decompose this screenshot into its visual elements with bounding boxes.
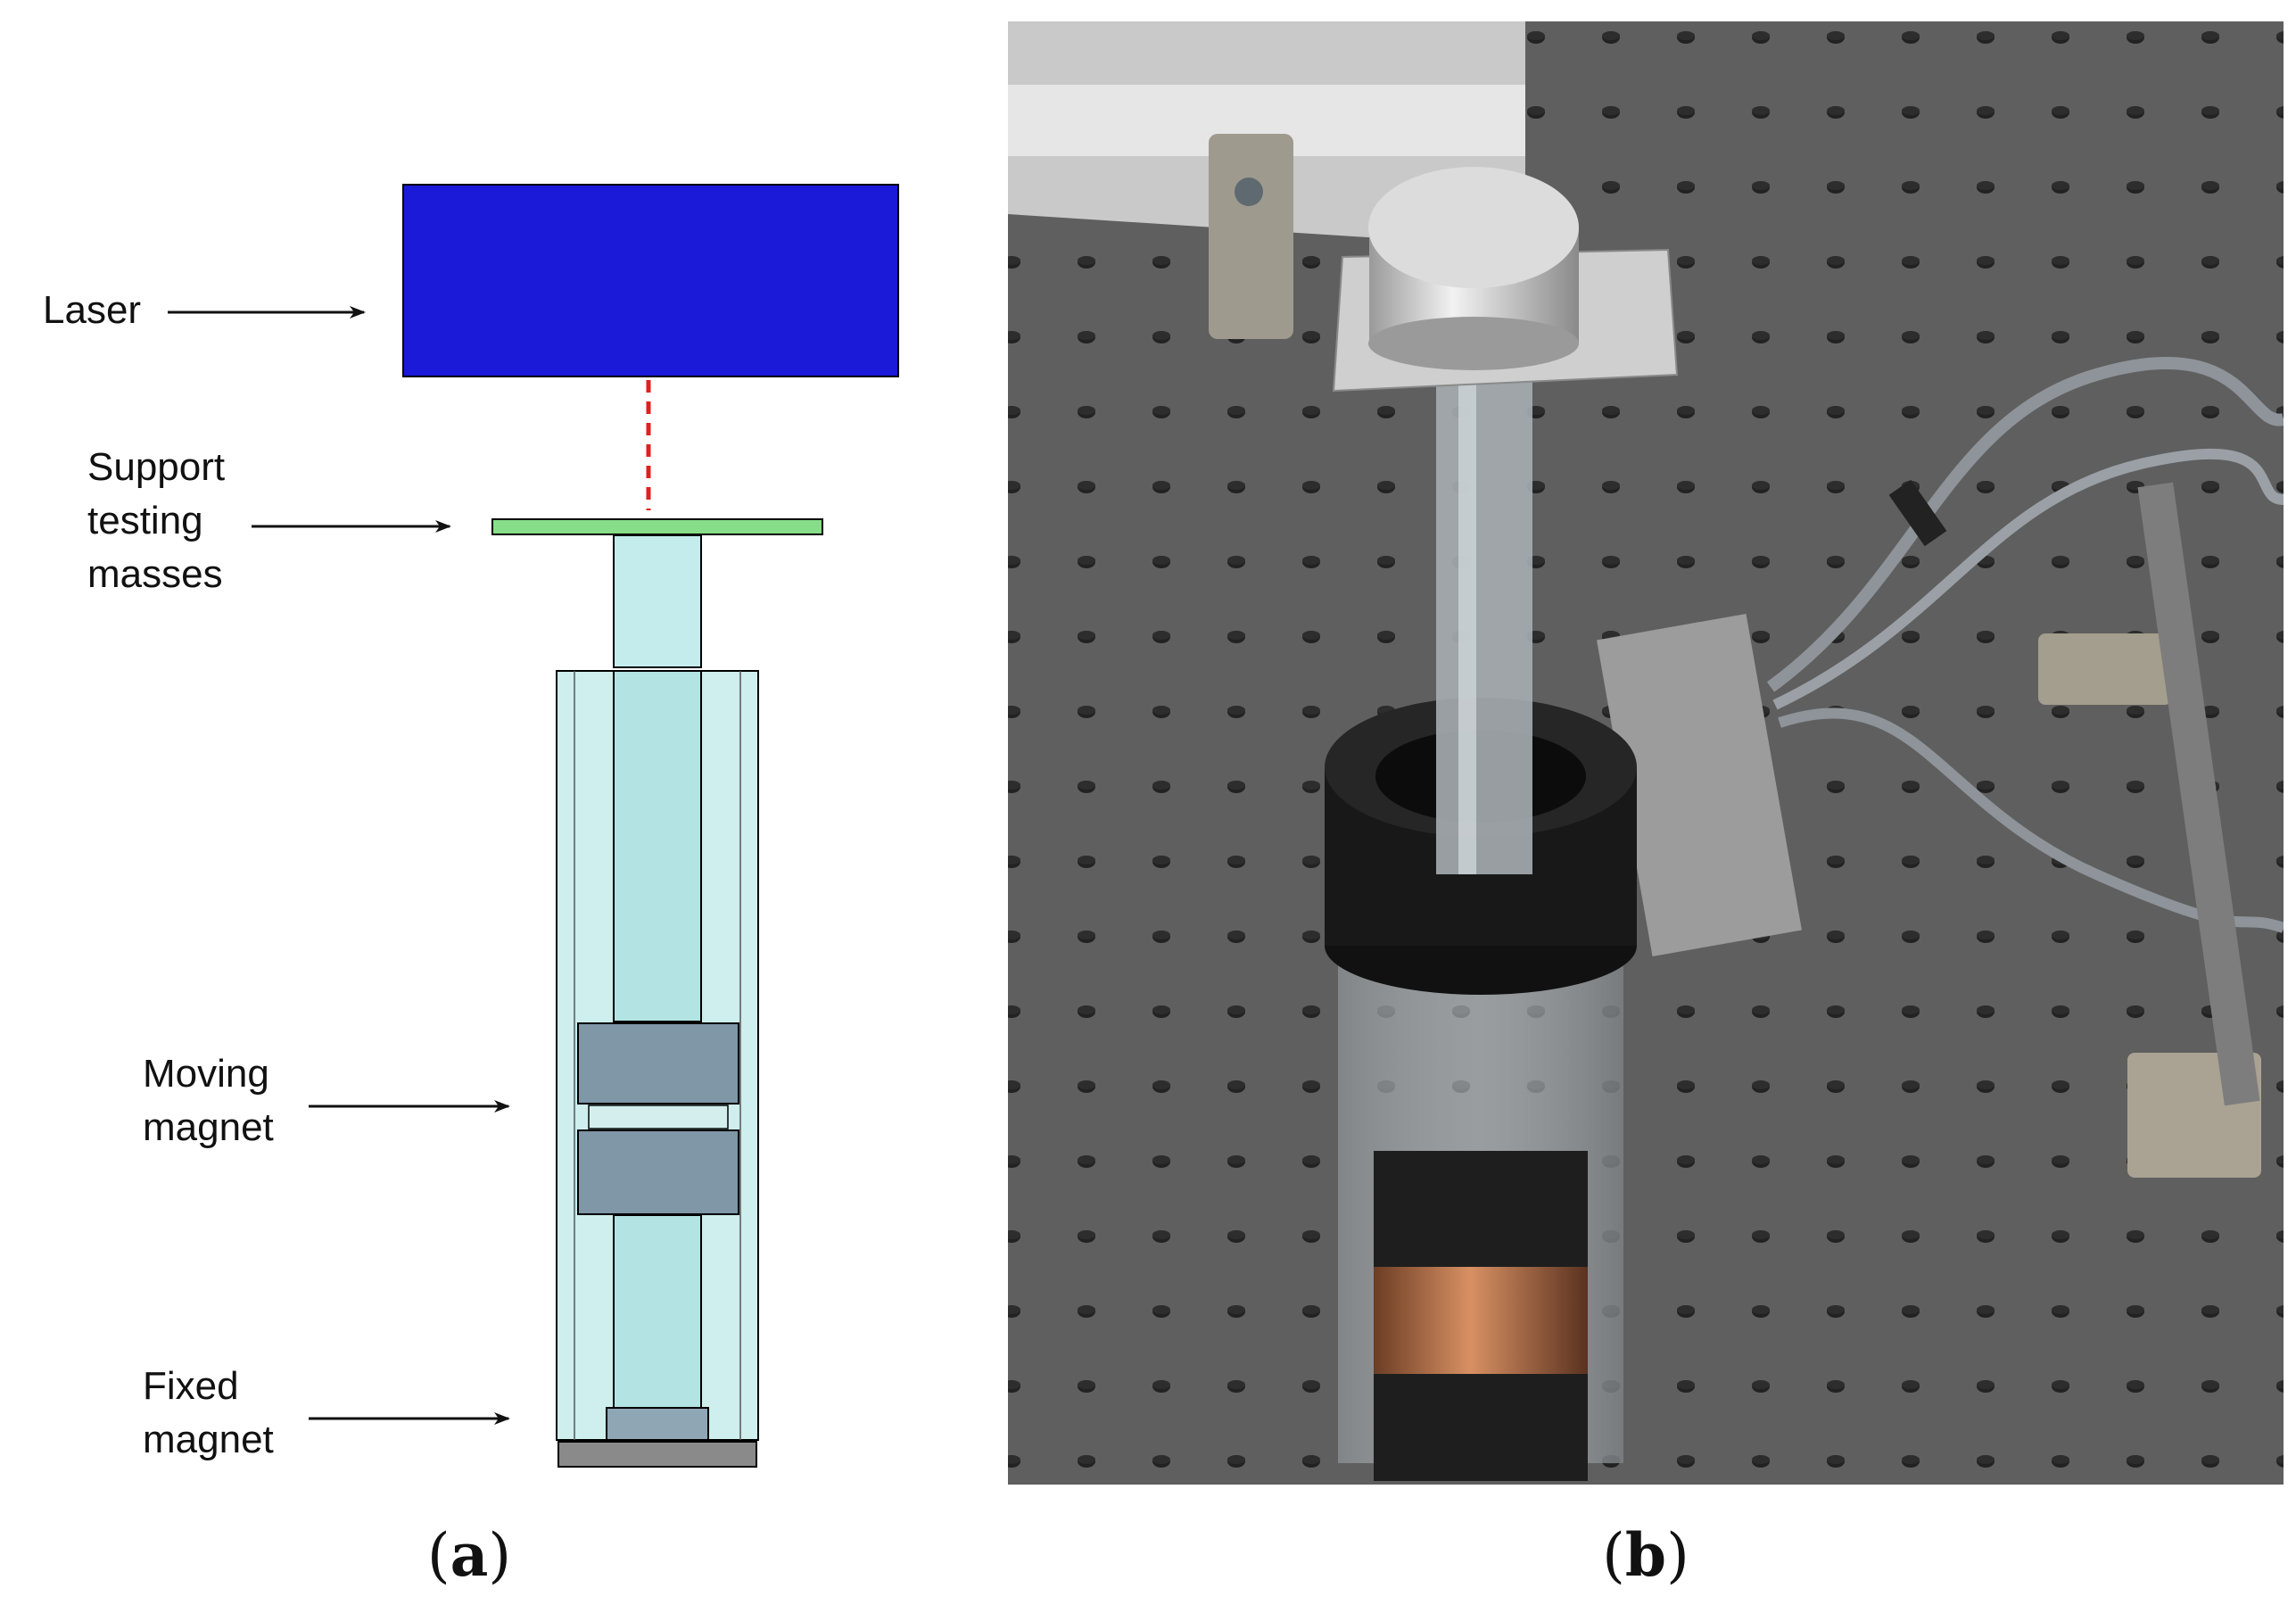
rail-bracket (1209, 134, 1293, 339)
glass-rod (1436, 375, 1532, 874)
glass-rod-highlight (1458, 375, 1476, 874)
laser-block (402, 184, 899, 377)
sensor-block (1597, 613, 1802, 957)
moving-magnet-upper (577, 1022, 739, 1104)
fixed-magnet-label-line1: Fixed (143, 1364, 239, 1408)
caption-a: (a) (427, 1520, 511, 1590)
test-mass-bottom (1368, 317, 1579, 370)
cable-1 (1766, 357, 2284, 692)
inner-rod (613, 670, 702, 1022)
cable-3 (1778, 707, 2284, 933)
coil-base-black (1374, 1374, 1588, 1481)
magnet-ring-black (1374, 1151, 1588, 1267)
copper-coil (1374, 1267, 1588, 1374)
lower-rod (613, 1214, 702, 1411)
moving-magnet-label-line1: Moving (143, 1052, 269, 1096)
support-label-line2: testing (87, 499, 203, 542)
cable-2 (1772, 448, 2284, 710)
support-label-line1: Support (87, 445, 225, 489)
bracket-screw (1235, 178, 1263, 206)
moving-magnet-lower (577, 1129, 739, 1215)
caption-b: (b) (1602, 1520, 1689, 1590)
cable-sleeve (1888, 479, 1947, 547)
base-plate (557, 1441, 757, 1468)
fixed-magnet-label-line2: magnet (143, 1418, 274, 1461)
moving-magnet-label-line2: magnet (143, 1105, 274, 1149)
right-post (2137, 482, 2260, 1106)
panel-b-photo: (b) (1008, 21, 2284, 1590)
support-label-line3: masses (87, 552, 223, 596)
test-mass-top (1368, 167, 1579, 288)
support-plate (491, 518, 823, 535)
clamp-right-upper (2038, 633, 2172, 705)
panel-a-schematic: Laser Support testing masses Moving magn… (43, 184, 899, 1590)
upper-rod (613, 534, 702, 668)
magnet-spacer (588, 1104, 729, 1129)
fixed-magnet (606, 1407, 709, 1441)
laser-label: Laser (43, 288, 141, 332)
